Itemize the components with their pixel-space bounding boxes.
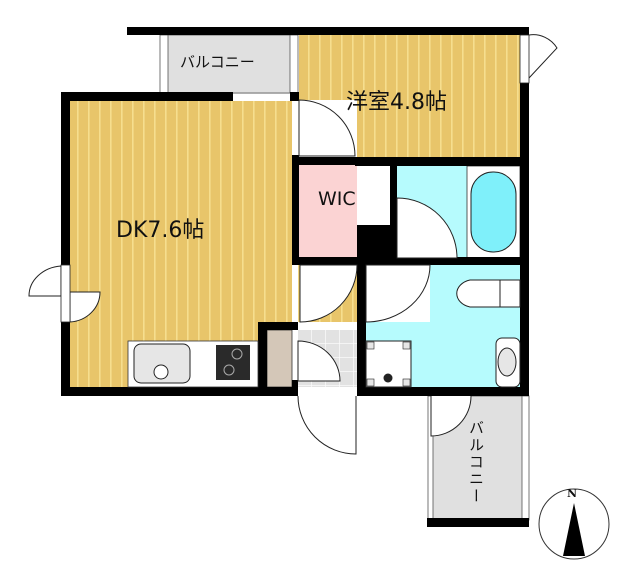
wic-door — [299, 264, 358, 323]
wash-basin — [495, 337, 521, 388]
washroom-door — [365, 264, 431, 323]
front-door — [297, 395, 357, 455]
bedroom-door — [298, 99, 356, 157]
room-label-balcony-bottom: バルコニー — [467, 420, 485, 505]
kitchen-counter — [127, 340, 259, 388]
shoe-storage — [266, 329, 293, 388]
room-label-balcony-top: バルコニー — [180, 53, 255, 71]
wic-floor — [299, 165, 357, 257]
room-label-dk: DK7.6帖 — [116, 218, 205, 243]
dk-floor — [70, 101, 292, 387]
balcony-top — [159, 34, 299, 94]
room-label-bedroom: 洋室4.8帖 — [346, 90, 447, 115]
toilet — [456, 279, 521, 308]
compass-icon — [538, 488, 610, 560]
sink — [133, 343, 191, 384]
bathtub — [470, 171, 517, 253]
left-window-doors — [28, 265, 101, 323]
room-label-wic: WIC — [318, 188, 356, 210]
washing-machine-pan — [365, 340, 412, 388]
bathroom-door — [396, 197, 458, 259]
walls — [61, 27, 529, 396]
compass-north-label: N — [567, 487, 578, 500]
